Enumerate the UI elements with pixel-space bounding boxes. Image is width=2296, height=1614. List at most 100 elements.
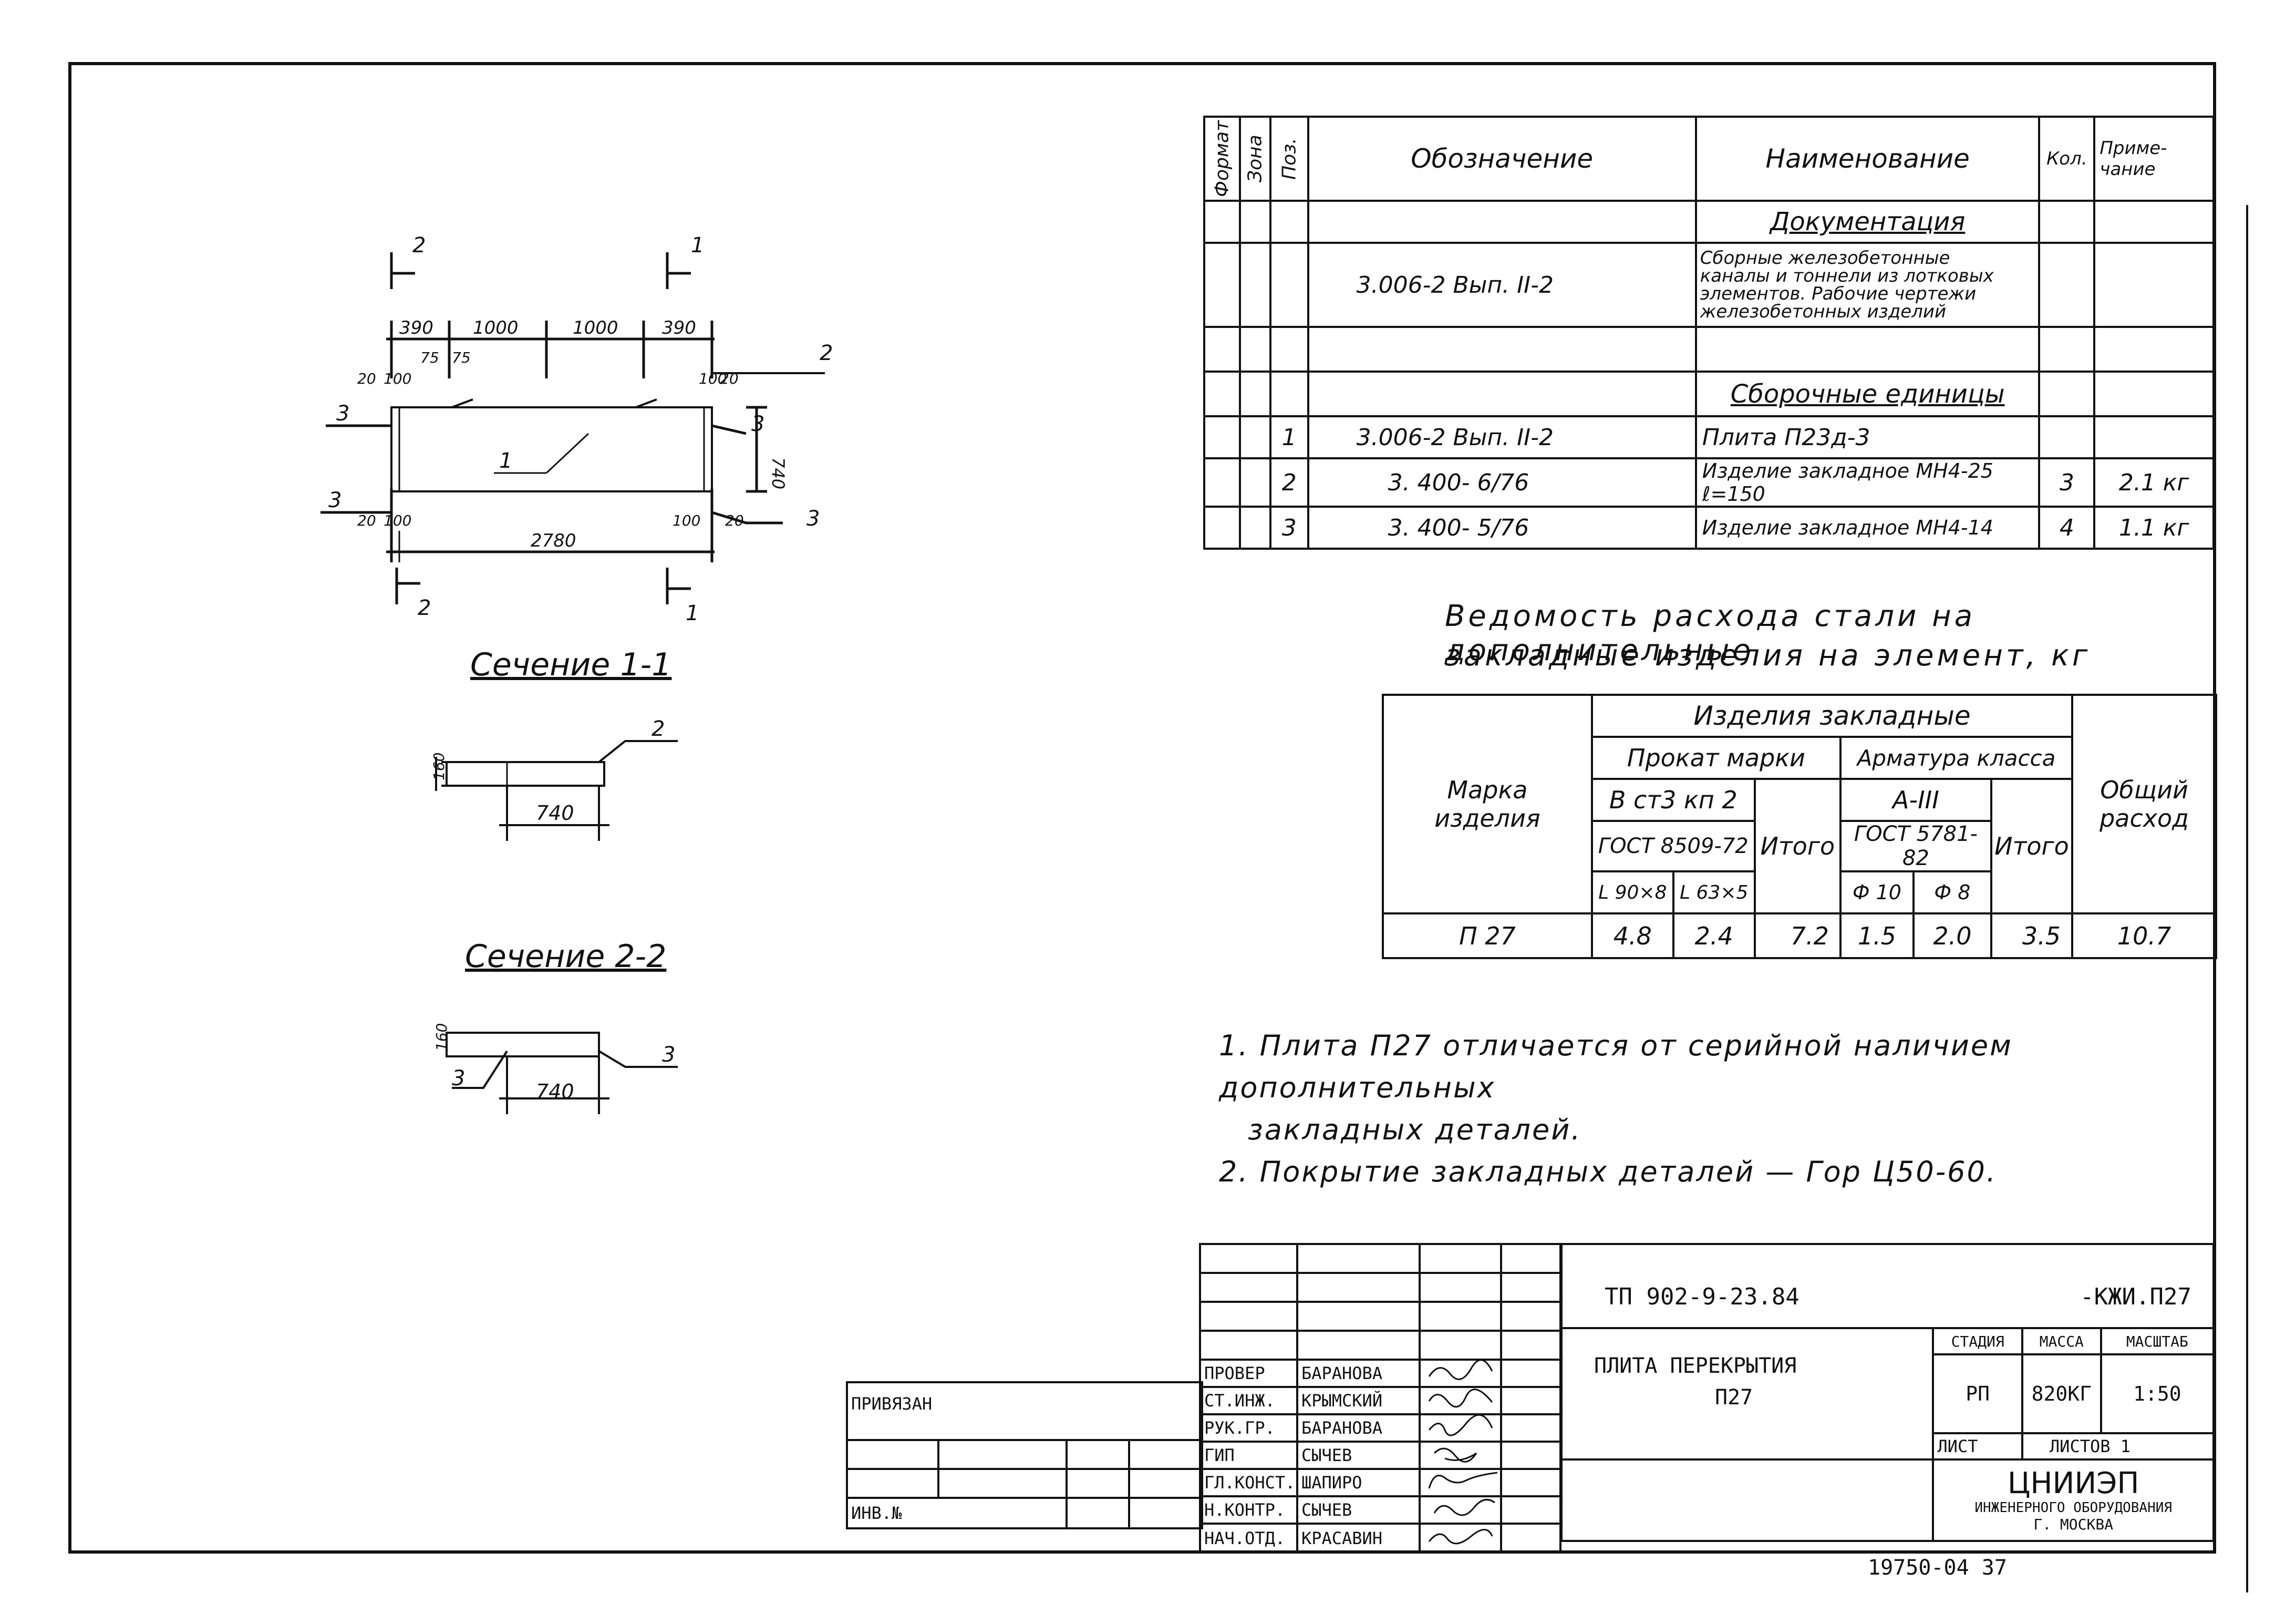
dim-100-tr: 100: [699, 370, 727, 387]
row-pos: 3: [1269, 506, 1309, 550]
callout-3-bl: 3: [328, 488, 342, 512]
dim-100-tl: 100: [384, 370, 411, 387]
role: ПРОВЕР: [1199, 1359, 1298, 1388]
diameter-8: Ф 8: [1912, 870, 1992, 914]
rebar-class: А-III: [1839, 778, 1992, 822]
privyazan-label: ПРИВЯЗАН: [846, 1381, 1203, 1441]
steel-table-title-1: Ведомость расхода стали на дополнительны…: [1445, 599, 1976, 667]
person: БАРАНОВА: [1296, 1413, 1421, 1443]
dim-75-b: 75: [452, 349, 471, 366]
role: ГЛ.КОНСТ.: [1199, 1468, 1298, 1497]
signature-row: ГЛ.КОНСТ. ШАПИРО: [1199, 1468, 1561, 1497]
row-designation: 3. 400- 5/76: [1307, 506, 1697, 550]
doc-designation: 3.006-2 Вып. II-2: [1307, 242, 1697, 328]
row-note: 1.1 кг: [2093, 506, 2215, 550]
angle-63x5: L 63×5: [1672, 870, 1756, 914]
section-assembly-units: Сборочные единицы: [1694, 371, 2041, 417]
steel-consumption-table: Марка изделия Изделия закладные Общий ра…: [1382, 694, 2217, 959]
gost-rolled: ГОСТ 8509-72: [1590, 820, 1756, 872]
doc-name: Сборные железобетонные каналы и тоннели …: [1694, 242, 2041, 328]
section-documentation: Документация: [1694, 200, 2041, 244]
dim-1000-right: 1000: [573, 317, 618, 338]
header-format: Формат: [1204, 117, 1240, 201]
cell-subtotal-2: 3.5: [1990, 912, 2074, 959]
row-qty: 3: [2038, 457, 2096, 508]
dim-20-bl: 20: [357, 512, 376, 529]
cell-total: 10.7: [2071, 912, 2217, 959]
person: ШАПИРО: [1296, 1468, 1421, 1497]
drawing-title: ПЛИТА ПЕРЕКРЫТИЯ П27: [1560, 1327, 1935, 1461]
signature: [1419, 1413, 1503, 1443]
header-total: Общий расход: [2071, 694, 2217, 914]
signature: [1419, 1386, 1503, 1415]
dim-2780: 2780: [531, 530, 576, 551]
row-qty: 4: [2038, 506, 2096, 550]
person: БАРАНОВА: [1296, 1359, 1421, 1388]
dim-740-plan: 740: [768, 457, 788, 489]
section-2-title: Сечение 2-2: [465, 938, 667, 975]
person: КРАСАВИН: [1296, 1523, 1421, 1554]
drawing-code-suffix: -КЖИ.П27: [2080, 1283, 2191, 1310]
callout-2: 2: [820, 341, 833, 365]
header-rolled-steel: Прокат марки: [1590, 736, 1842, 780]
drawing-title-line-1: ПЛИТА ПЕРЕКРЫТИЯ: [1594, 1354, 1797, 1378]
row-note: 2.1 кг: [2093, 457, 2215, 508]
scale-header: МАСШТАБ: [2100, 1327, 2215, 1355]
header-name: Наименование: [1694, 116, 2041, 202]
callout-3-br: 3: [806, 507, 820, 531]
dim-390-right: 390: [662, 317, 696, 338]
signature-row: РУК.ГР. БАРАНОВА: [1199, 1413, 1561, 1443]
sec1-callout: 2: [651, 717, 665, 741]
doc-name-line: железобетонных изделий: [1700, 301, 1947, 322]
cell-mark: П 27: [1382, 912, 1593, 959]
person: СЫЧЕВ: [1296, 1495, 1421, 1525]
role: ГИП: [1199, 1441, 1298, 1470]
signature-table: ПРОВЕР БАРАНОВА СТ.ИНЖ. КРЫМСКИЙ РУК.ГР.…: [1199, 1243, 1561, 1554]
marker-1-top: 1: [691, 233, 704, 258]
signature-row: ГИП СЫЧЕВ: [1199, 1441, 1561, 1470]
header-embedded-items: Изделия закладные: [1590, 694, 2074, 738]
steel-table-title-2: закладные изделия на элемент, кг: [1445, 639, 2091, 673]
row-name: Изделие закладное МН4-14: [1694, 506, 2041, 550]
signature: [1419, 1359, 1503, 1388]
sec2-height: 160: [433, 1023, 450, 1051]
note-1: 1. Плита П27 отличается от серийной нали…: [1219, 1029, 2013, 1104]
drawing-title-line-2: П27: [1715, 1385, 1753, 1410]
edge-mark: [2246, 205, 2248, 1592]
angle-90x8: L 90×8: [1590, 870, 1674, 914]
dim-1000-left: 1000: [473, 317, 519, 338]
row-designation: 3. 400- 6/76: [1307, 457, 1697, 508]
signature-row: Н.КОНТР. СЫЧЕВ: [1199, 1495, 1561, 1525]
cell-a2: 2.0: [1912, 912, 1992, 959]
org-city: Г. МОСКВА: [2033, 1515, 2114, 1533]
header-qty: Кол.: [2038, 116, 2096, 202]
sec1-height: 160: [431, 753, 448, 780]
note-2: 2. Покрытие закладных деталей — Гор Ц50-…: [1219, 1155, 1998, 1188]
doc-name-line: каналы и тоннели из лотковых: [1700, 265, 1994, 286]
table-row: 2 3. 400- 6/76 Изделие закладное МН4-25 …: [1203, 457, 2215, 508]
role: РУК.ГР.: [1199, 1413, 1298, 1443]
callout-3-tl: 3: [336, 402, 349, 426]
sec2-callout-left: 3: [452, 1066, 465, 1091]
signature: [1419, 1495, 1503, 1525]
org-name: ЦНИИЭП: [2007, 1466, 2139, 1500]
signature-row: СТ.ИНЖ. КРЫМСКИЙ: [1199, 1386, 1561, 1415]
dim-100-br: 100: [673, 512, 700, 529]
drawing-code-main: ТП 902-9-23.84: [1605, 1283, 1799, 1310]
binding-stamp: ПРИВЯЗАН ИНВ.№: [845, 1381, 1204, 1529]
role: СТ.ИНЖ.: [1199, 1386, 1298, 1415]
specification-table: Формат Зона Поз. Обозначение Наименовани…: [1203, 116, 2215, 550]
cell-a1: 1.5: [1839, 912, 1915, 959]
sec2-width: 740: [536, 1080, 574, 1103]
cell-subtotal-1: 7.2: [1753, 912, 1842, 959]
note-1-cont: закладных деталей.: [1248, 1113, 1582, 1146]
drawing-code: ТП 902-9-23.84 -КЖИ.П27: [1560, 1243, 2215, 1329]
steel-grade: В ст3 кп 2: [1590, 778, 1756, 822]
doc-name-line: элементов. Рабочие чертежи: [1700, 283, 1977, 304]
row-designation: 3.006-2 Вып. II-2: [1307, 415, 1697, 459]
cell-v1: 4.8: [1590, 912, 1674, 959]
role: НАЧ.ОТД.: [1199, 1523, 1298, 1554]
scale-value: 1:50: [2100, 1353, 2215, 1434]
header-zone: Зона: [1239, 117, 1270, 201]
callout-1: 1: [499, 449, 512, 473]
